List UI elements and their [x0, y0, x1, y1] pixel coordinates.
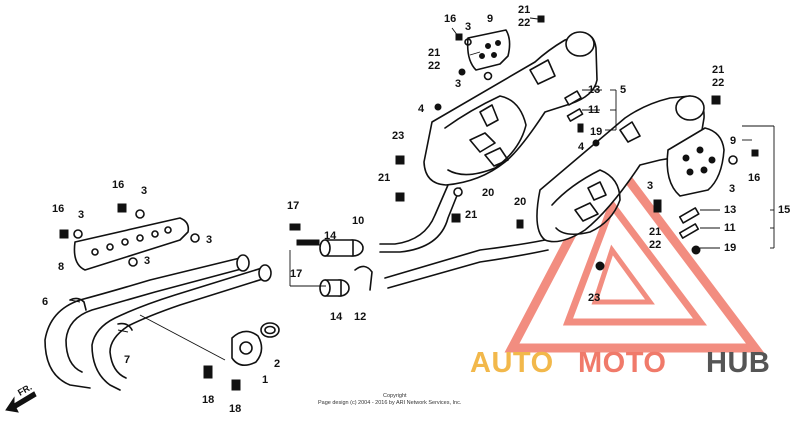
callout-2: 2: [274, 358, 280, 370]
callout-17: 17: [287, 200, 299, 212]
callout-17: 17: [290, 268, 302, 280]
callout-14: 14: [324, 230, 337, 242]
copyright-notice: Copyright Page design (c) 2004 - 2016 by…: [318, 393, 462, 406]
callout-16: 16: [52, 203, 64, 215]
exhaust-header-pipes: [44, 254, 272, 391]
callout-5: 5: [620, 84, 626, 96]
heat-shield-right: [666, 127, 725, 197]
callout-23: 23: [588, 292, 600, 304]
callout-22: 22: [518, 17, 530, 29]
callout-18: 18: [202, 394, 214, 406]
callout-9: 9: [730, 135, 736, 147]
header-heat-shield: [73, 217, 190, 271]
callout-6: 6: [42, 296, 48, 308]
watermark-auto: AUTO: [470, 347, 554, 379]
lower-muffler: [536, 95, 705, 243]
callout-22: 22: [428, 60, 440, 72]
upper-muffler: [423, 31, 598, 186]
front-direction-arrow: FR.: [5, 382, 37, 413]
callout-21: 21: [712, 64, 724, 76]
muffler-link-pipe-lower: [384, 239, 549, 289]
callout-13: 13: [588, 84, 600, 96]
pipe-clamps: [319, 239, 373, 297]
exhaust-flange: [231, 322, 280, 366]
callout-21: 21: [465, 209, 477, 221]
callout-16: 16: [112, 179, 124, 191]
callout-20: 20: [482, 187, 494, 199]
copyright-line-2: Page design (c) 2004 - 2016 by ARI Netwo…: [318, 400, 462, 406]
watermark-hub: HUB: [706, 347, 770, 379]
callout-11: 11: [724, 222, 736, 234]
callout-16: 16: [748, 172, 760, 184]
leader-lines: [69, 17, 775, 361]
callout-numbers: 16 9 21 22 3 21 22 3 4 23 13 11 19 4 5 2…: [42, 4, 790, 415]
watermark-triangle: [504, 149, 765, 353]
callout-20: 20: [514, 196, 526, 208]
callout-3: 3: [729, 183, 735, 195]
heat-shield-upper: [466, 29, 511, 71]
watermark-moto: MOTO: [578, 347, 666, 379]
callout-21: 21: [378, 172, 390, 184]
callout-3: 3: [141, 185, 147, 197]
callout-21: 21: [428, 47, 440, 59]
callout-12: 12: [354, 311, 366, 323]
callout-16: 16: [444, 13, 456, 25]
watermark-logo: AUTO MOTO HUB: [470, 347, 770, 379]
callout-14: 14: [330, 311, 343, 323]
callout-15: 15: [778, 204, 790, 216]
callout-18: 18: [229, 403, 241, 415]
callout-3: 3: [455, 78, 461, 90]
fasteners: [59, 15, 759, 391]
callout-3: 3: [206, 234, 212, 246]
callout-21: 21: [518, 4, 530, 16]
callout-22: 22: [649, 239, 661, 251]
callout-23: 23: [392, 130, 404, 142]
callout-3: 3: [465, 21, 471, 33]
callout-3: 3: [647, 180, 653, 192]
callout-8: 8: [58, 261, 64, 273]
callout-13: 13: [724, 204, 736, 216]
callout-4: 4: [578, 141, 585, 153]
callout-11: 11: [588, 104, 600, 116]
callout-4: 4: [418, 103, 425, 115]
callout-3: 3: [78, 209, 84, 221]
callout-10: 10: [352, 215, 364, 227]
callout-3: 3: [144, 255, 150, 267]
callout-19: 19: [724, 242, 736, 254]
callout-19: 19: [590, 126, 602, 138]
callout-22: 22: [712, 77, 724, 89]
callout-21: 21: [649, 226, 661, 238]
copyright-line-1: Copyright: [383, 393, 407, 399]
muffler-link-pipe-upper: [379, 184, 461, 253]
callout-1: 1: [262, 374, 268, 386]
callout-7: 7: [124, 354, 130, 366]
callout-9: 9: [487, 13, 493, 25]
